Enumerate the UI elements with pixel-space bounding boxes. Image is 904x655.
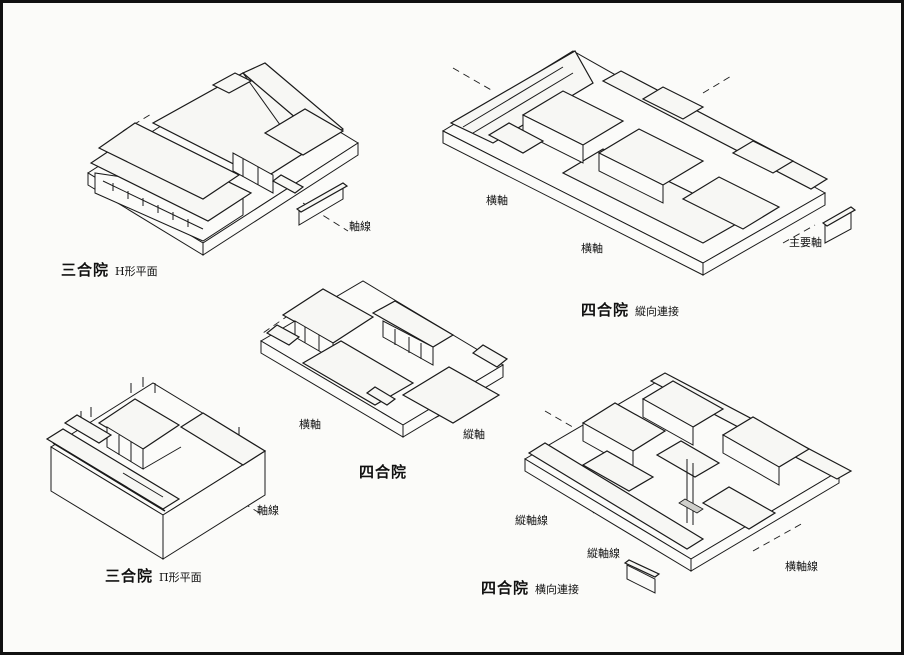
axis-label-cross-long-2: 縱軸線: [587, 547, 620, 560]
caption-title: 三合院: [105, 567, 154, 585]
caption-siheyuan-transverse: 四合院横向連接: [481, 581, 579, 596]
axis-label-cross-long-1: 縱軸線: [515, 514, 548, 527]
axis-label-long-cross-2: 横軸: [581, 242, 603, 255]
siheyuan-transverse-drawing: [524, 372, 853, 594]
caption-title: 四合院: [359, 463, 408, 481]
courtyard-house-drawings: [45, 50, 857, 594]
caption-siheyuan: 四合院: [359, 465, 407, 480]
caption-title: 四合院: [581, 301, 630, 319]
axis-label-si-long: 縱軸: [463, 428, 485, 441]
siheyuan-drawing: [260, 280, 509, 438]
axis-label-h-axis: 軸線: [349, 220, 371, 233]
caption-title: 三合院: [61, 261, 110, 279]
caption-subtitle: П形平面: [159, 571, 202, 584]
caption-sanheyuan-h: 三合院 H形平面: [61, 263, 158, 278]
caption-siheyuan-longitudinal: 四合院縱向連接: [581, 303, 679, 318]
axis-label-cross-cross: 横軸線: [785, 560, 818, 573]
axis-label-long-main: 主要軸: [789, 236, 822, 249]
axis-label-long-cross-1: 横軸: [486, 194, 508, 207]
sanheyuan-h-plan-drawing: [87, 62, 359, 256]
caption-title: 四合院: [481, 579, 530, 597]
caption-subtitle: 横向連接: [535, 583, 580, 596]
sanheyuan-u-plan-drawing: [45, 377, 267, 560]
caption-sanheyuan-u: 三合院 П形平面: [105, 569, 202, 584]
caption-subtitle: H形平面: [115, 265, 158, 278]
axis-label-u-axis: 軸線: [257, 504, 279, 517]
siheyuan-longitudinal-drawing: [441, 50, 857, 276]
axis-label-si-cross: 横軸: [299, 418, 321, 431]
caption-subtitle: 縱向連接: [635, 305, 680, 318]
